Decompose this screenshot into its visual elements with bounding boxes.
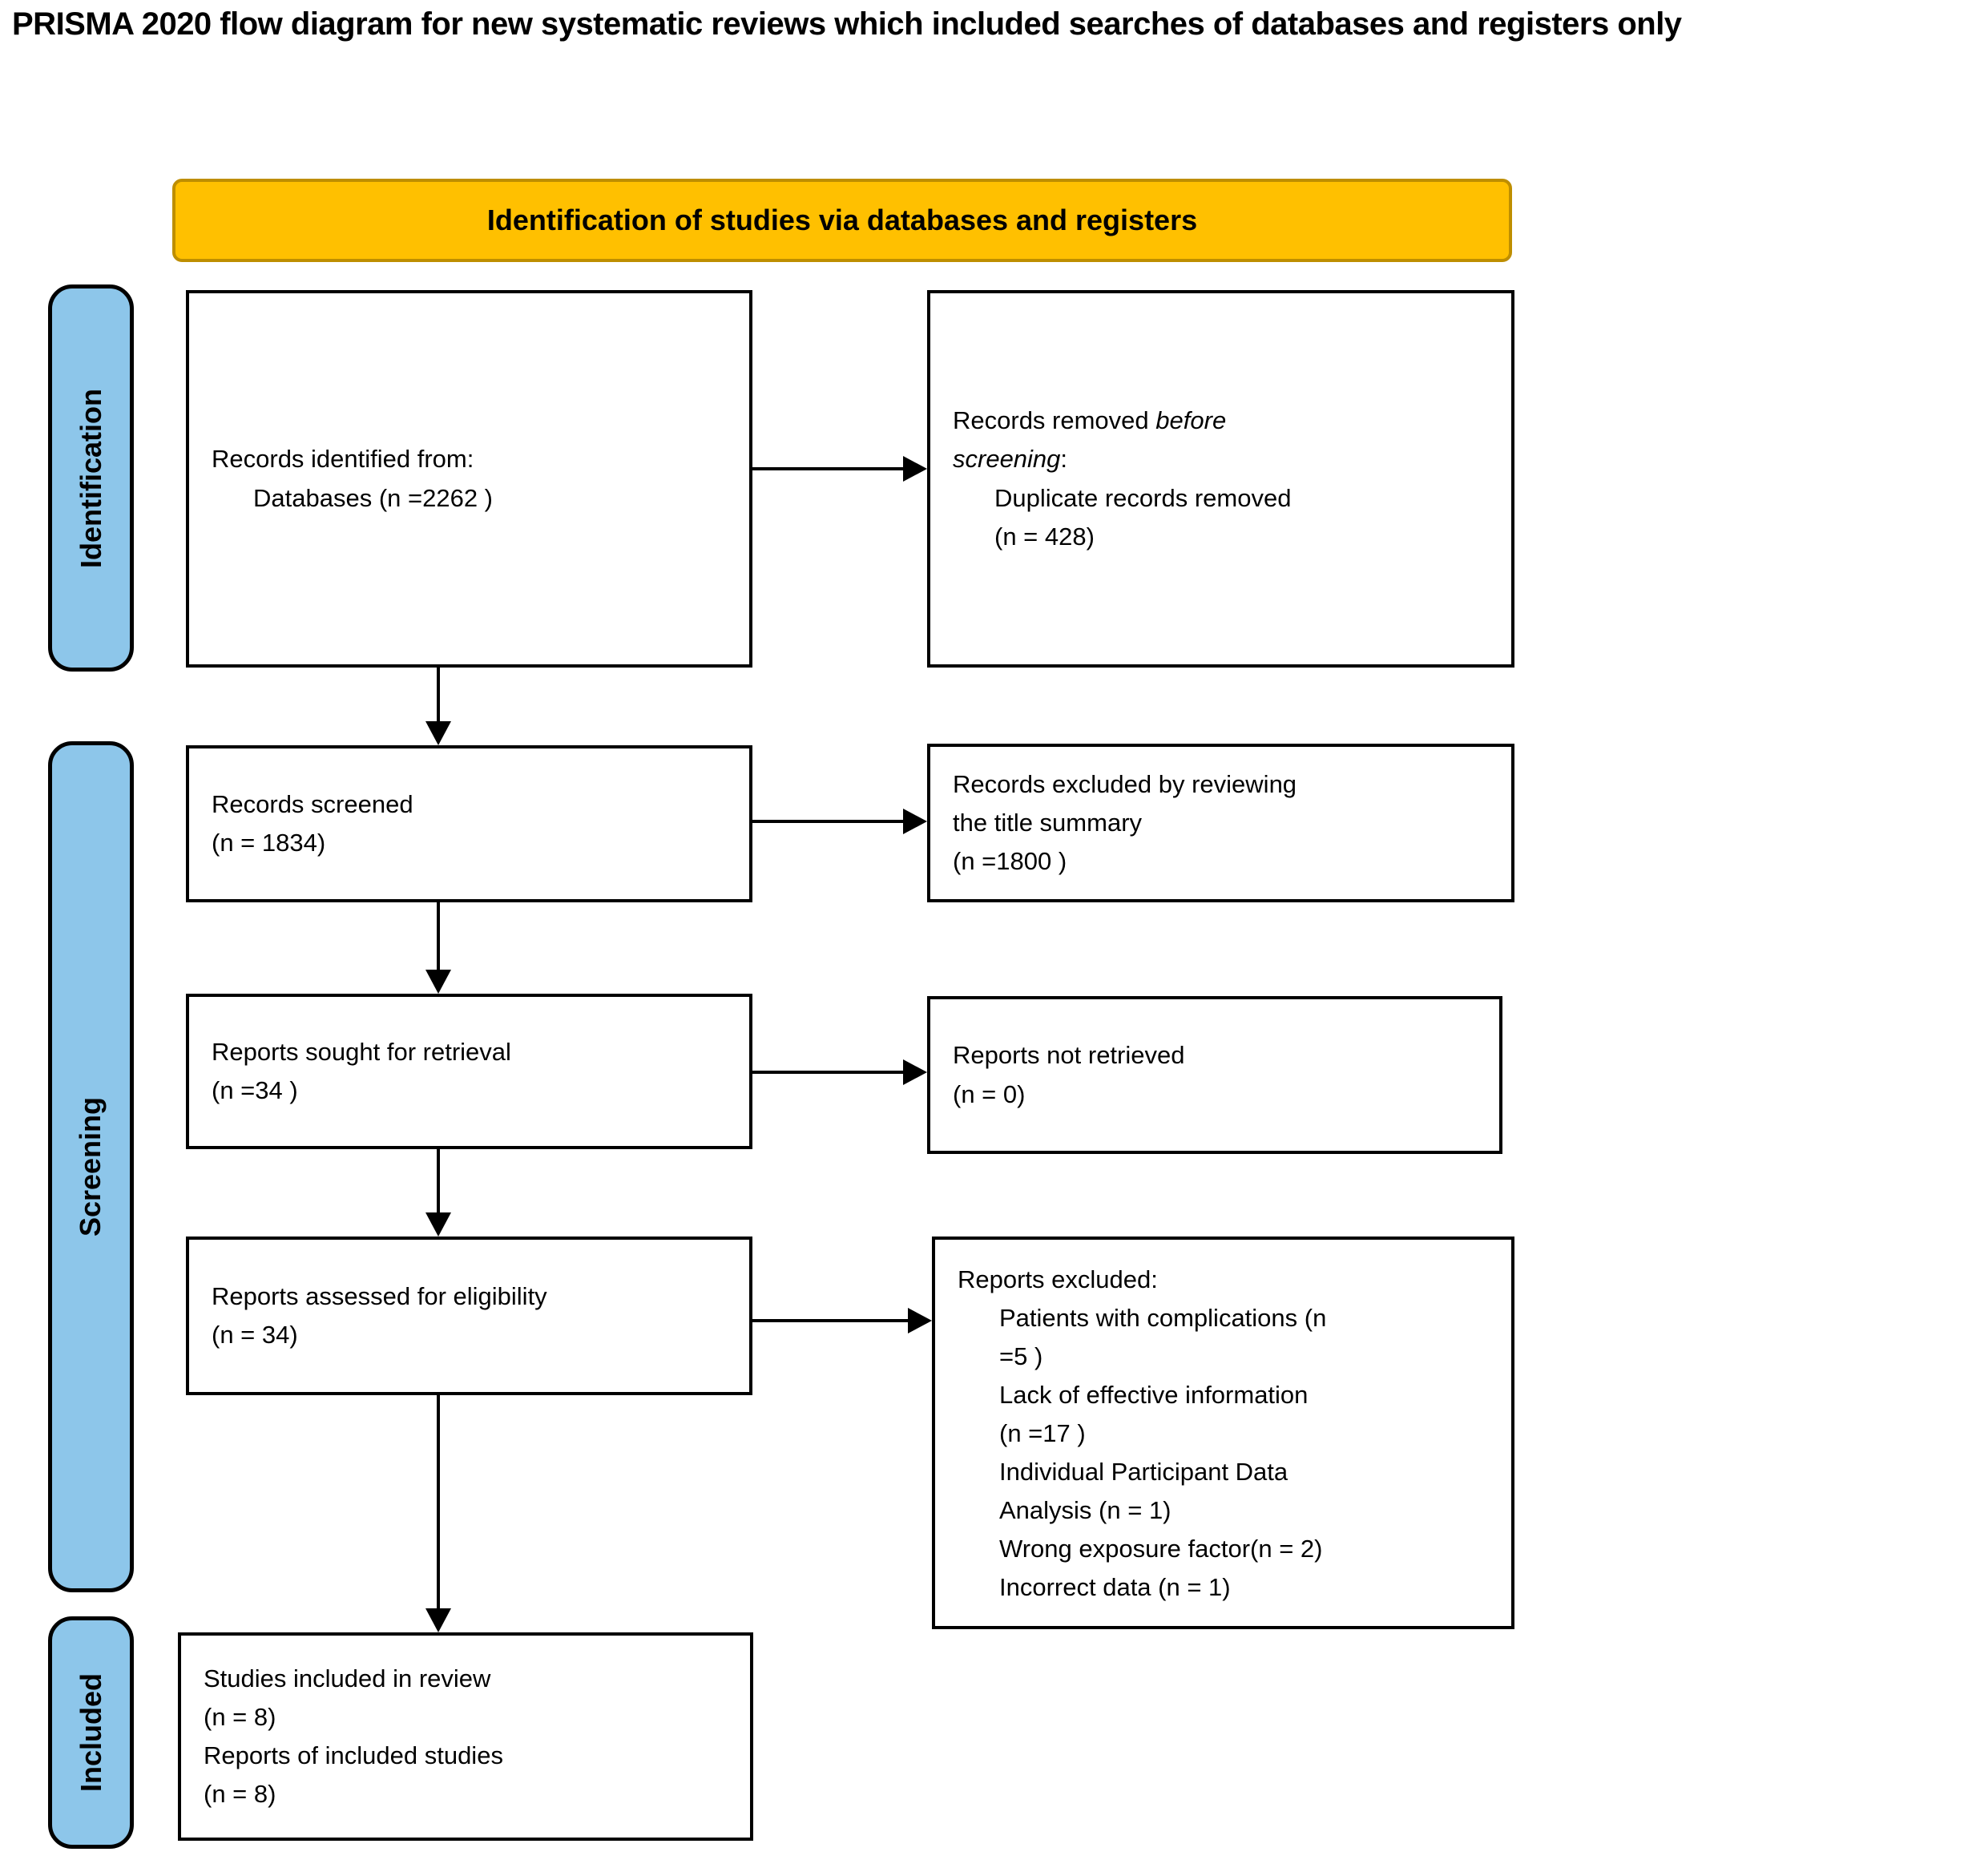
stage-label-included: Included	[48, 1616, 134, 1849]
records-screened-line2: (n = 1834)	[212, 829, 326, 857]
reports-excluded-line: Wrong exposure factor(n = 2)	[999, 1535, 1323, 1563]
arrow-screened-to-sought	[425, 902, 451, 994]
reports-excluded-line: Incorrect data (n = 1)	[999, 1573, 1231, 1602]
records-excluded-line2: the title summary	[953, 808, 1143, 837]
records-removed-line2-suffix: :	[1060, 445, 1068, 474]
stage-label-included-text: Included	[74, 1672, 107, 1793]
studies-included-line3: Reports of included studies	[204, 1741, 503, 1769]
records-removed-line2-italic: screening	[953, 445, 1061, 474]
records-removed-line4: (n = 428)	[994, 522, 1095, 551]
records-excluded-box: Records excluded by reviewing the title …	[927, 744, 1514, 902]
arrow-identified-to-removed	[752, 456, 927, 482]
records-removed-line1: Records removed before	[953, 401, 1495, 440]
records-identified-box: Records identified from: Databases (n =2…	[186, 290, 752, 668]
studies-included-box: Studies included in review (n = 8) Repor…	[178, 1632, 753, 1841]
reports-excluded-box: Reports excluded: Patients with complica…	[932, 1237, 1514, 1629]
arrow-screened-to-excluded	[752, 809, 927, 834]
reports-excluded-line: Lack of effective information	[999, 1381, 1309, 1410]
records-removed-line3: Duplicate records removed	[994, 483, 1292, 512]
stage-label-screening-text: Screening	[74, 1096, 107, 1237]
records-removed-box: Records removed before screening: Duplic…	[927, 290, 1514, 668]
stage-label-screening: Screening	[48, 741, 134, 1592]
reports-excluded-line: (n =17 )	[999, 1419, 1086, 1448]
arrow-sought-to-not-retrieved	[752, 1059, 927, 1085]
reports-not-retrieved-line1: Reports not retrieved	[953, 1041, 1185, 1070]
records-screened-box: Records screened (n = 1834)	[186, 745, 752, 902]
reports-sought-box: Reports sought for retrieval (n =34 )	[186, 994, 752, 1149]
reports-excluded-line: =5 )	[999, 1342, 1043, 1371]
reports-excluded-line: Individual Participant Data	[999, 1458, 1288, 1487]
reports-excluded-title: Reports excluded:	[958, 1265, 1158, 1293]
studies-included-line2: (n = 8)	[204, 1702, 276, 1731]
reports-not-retrieved-box: Reports not retrieved (n = 0)	[927, 996, 1502, 1154]
arrow-identified-to-screened	[425, 668, 451, 745]
stage-label-identification: Identification	[48, 284, 134, 672]
reports-sought-line1: Reports sought for retrieval	[212, 1037, 511, 1066]
records-identified-line2: Databases (n =2262 )	[253, 483, 493, 512]
records-removed-line1-italic: before	[1155, 406, 1227, 435]
records-identified-line1: Records identified from:	[212, 445, 474, 474]
reports-excluded-line: Patients with complications (n	[999, 1304, 1327, 1333]
arrow-assessed-to-included	[425, 1395, 451, 1632]
identification-banner-label: Identification of studies via databases …	[486, 204, 1198, 236]
studies-included-line4: (n = 8)	[204, 1780, 276, 1809]
arrow-sought-to-assessed	[425, 1148, 451, 1237]
records-screened-line1: Records screened	[212, 789, 413, 818]
reports-not-retrieved-line2: (n = 0)	[953, 1079, 1026, 1108]
reports-assessed-line2: (n = 34)	[212, 1321, 298, 1349]
stage-label-identification-text: Identification	[74, 388, 107, 568]
identification-banner: Identification of studies via databases …	[172, 179, 1512, 262]
records-removed-line2: screening:	[953, 440, 1495, 478]
reports-assessed-box: Reports assessed for eligibility (n = 34…	[186, 1237, 752, 1395]
reports-assessed-line1: Reports assessed for eligibility	[212, 1281, 547, 1310]
studies-included-line1: Studies included in review	[204, 1664, 491, 1692]
reports-excluded-line: Analysis (n = 1)	[999, 1496, 1172, 1525]
arrow-assessed-to-reports-excluded	[752, 1308, 932, 1333]
reports-sought-line2: (n =34 )	[212, 1076, 298, 1104]
page-title: PRISMA 2020 flow diagram for new systema…	[12, 6, 1682, 42]
records-removed-line1-normal: Records removed	[953, 406, 1156, 435]
records-excluded-line1: Records excluded by reviewing	[953, 769, 1297, 798]
records-excluded-line3: (n =1800 )	[953, 847, 1067, 876]
